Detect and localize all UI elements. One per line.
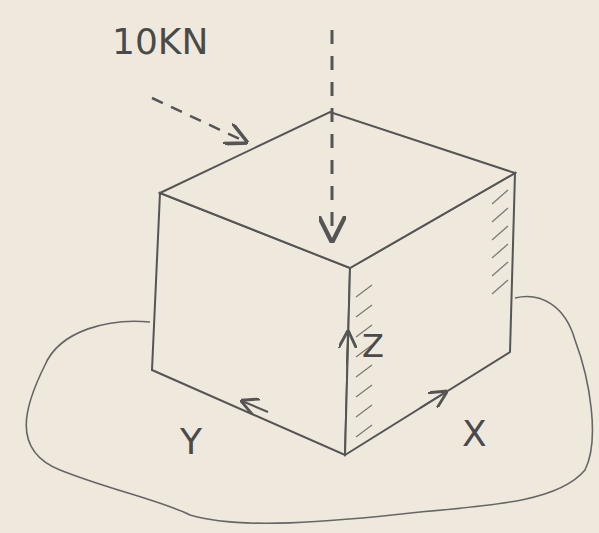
- vertical-load-arrow: [331, 30, 334, 240]
- hatch-stroke: [356, 385, 372, 397]
- x-axis-arrow: [420, 392, 446, 408]
- cube-top-face: [160, 112, 515, 268]
- hatch-stroke: [492, 208, 508, 222]
- axis-label: Z: [362, 330, 384, 362]
- z-axis-arrow: [347, 332, 348, 365]
- y-axis-arrow: [242, 401, 268, 412]
- axis-label: X: [462, 416, 487, 452]
- hatch-stroke: [356, 405, 372, 417]
- load-arrow: [152, 98, 246, 142]
- hatch-stroke: [356, 285, 372, 297]
- hatch-stroke: [356, 425, 372, 437]
- hatch-stroke: [356, 305, 372, 317]
- axis-label: Y: [180, 424, 202, 460]
- hatch-stroke: [356, 365, 372, 377]
- hatch-stroke: [492, 244, 508, 258]
- face-hatching: [356, 190, 508, 437]
- hatch-stroke: [492, 280, 508, 294]
- force-label: 10KN: [112, 24, 208, 60]
- hatch-stroke: [492, 226, 508, 240]
- hatch-stroke: [492, 262, 508, 276]
- hatch-stroke: [492, 190, 508, 204]
